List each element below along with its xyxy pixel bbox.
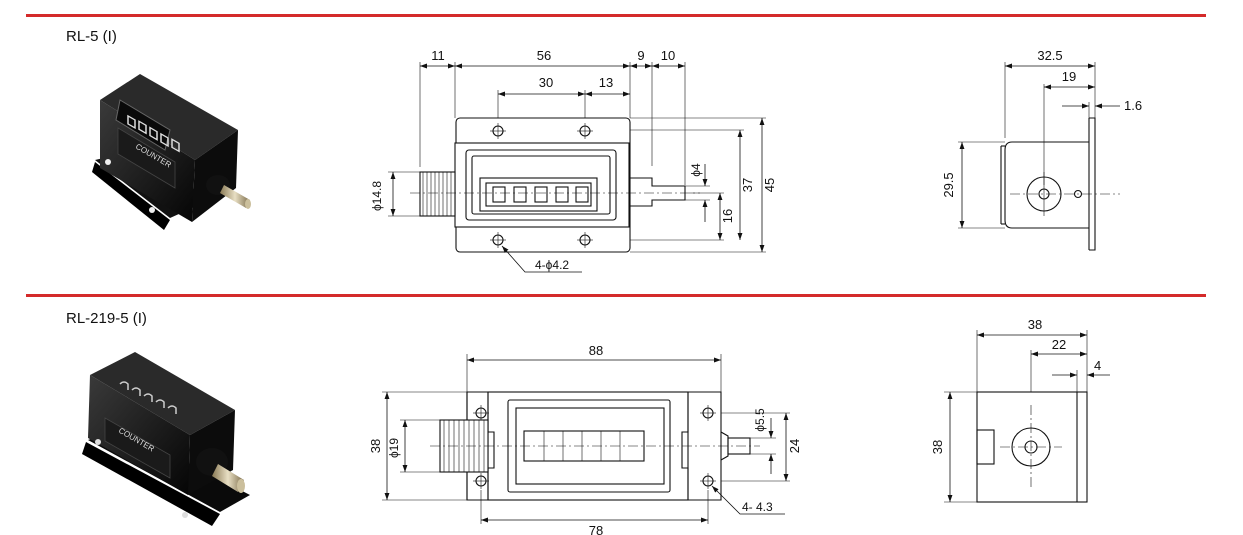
- dim-4: 4: [1094, 358, 1101, 373]
- model-title-rl-5: RL-5 (I): [66, 28, 117, 45]
- dim-78: 78: [589, 523, 603, 535]
- dim-56: 56: [537, 48, 551, 63]
- model-title-rl-219-5: RL-219-5 (I): [66, 310, 147, 327]
- dim-11: 11: [431, 48, 445, 63]
- dim-38-height: 38: [368, 439, 383, 453]
- dim-1-6: 1.6: [1124, 98, 1142, 113]
- section-divider-middle: [26, 294, 1206, 297]
- side-view-rl-5: 32.5 19 1.6 29.5: [941, 48, 1142, 251]
- side-view-rl-219-5: 38 22 4 38: [930, 317, 1110, 503]
- dim-22: 22: [1052, 337, 1066, 352]
- dim-88: 88: [589, 343, 603, 358]
- dim-38-side-height: 38: [930, 440, 945, 454]
- dim-10: 10: [661, 48, 675, 63]
- section-divider-top: [26, 14, 1206, 17]
- dim-phi-14-8: ϕ14.8: [370, 181, 384, 211]
- dim-19: 19: [1062, 69, 1076, 84]
- dim-30: 30: [539, 75, 553, 90]
- dim-phi-4: ϕ4: [689, 163, 703, 177]
- dim-phi-19: ϕ19: [387, 438, 401, 458]
- dim-13: 13: [599, 75, 613, 90]
- dim-45: 45: [762, 178, 777, 192]
- holes-callout-4-4-3: 4- 4.3: [742, 500, 773, 514]
- dim-24: 24: [787, 439, 802, 453]
- dim-32-5: 32.5: [1037, 48, 1062, 63]
- dim-29-5: 29.5: [941, 172, 956, 197]
- dim-16: 16: [720, 209, 735, 223]
- dim-37: 37: [740, 178, 755, 192]
- counter-photo-rl-219-5: COUNTER: [82, 352, 250, 526]
- dim-phi-5-5: ϕ5.5: [753, 408, 767, 432]
- counter-photo-rl-5: COUNTER: [92, 74, 251, 230]
- dim-38-width: 38: [1028, 317, 1042, 332]
- dim-9: 9: [637, 48, 644, 63]
- front-view-rl-5: 11 56 9 10 30 13: [370, 48, 777, 273]
- holes-callout-4-phi-4-2: 4-ϕ4.2: [535, 258, 569, 272]
- front-view-rl-219-5: 88: [368, 343, 802, 535]
